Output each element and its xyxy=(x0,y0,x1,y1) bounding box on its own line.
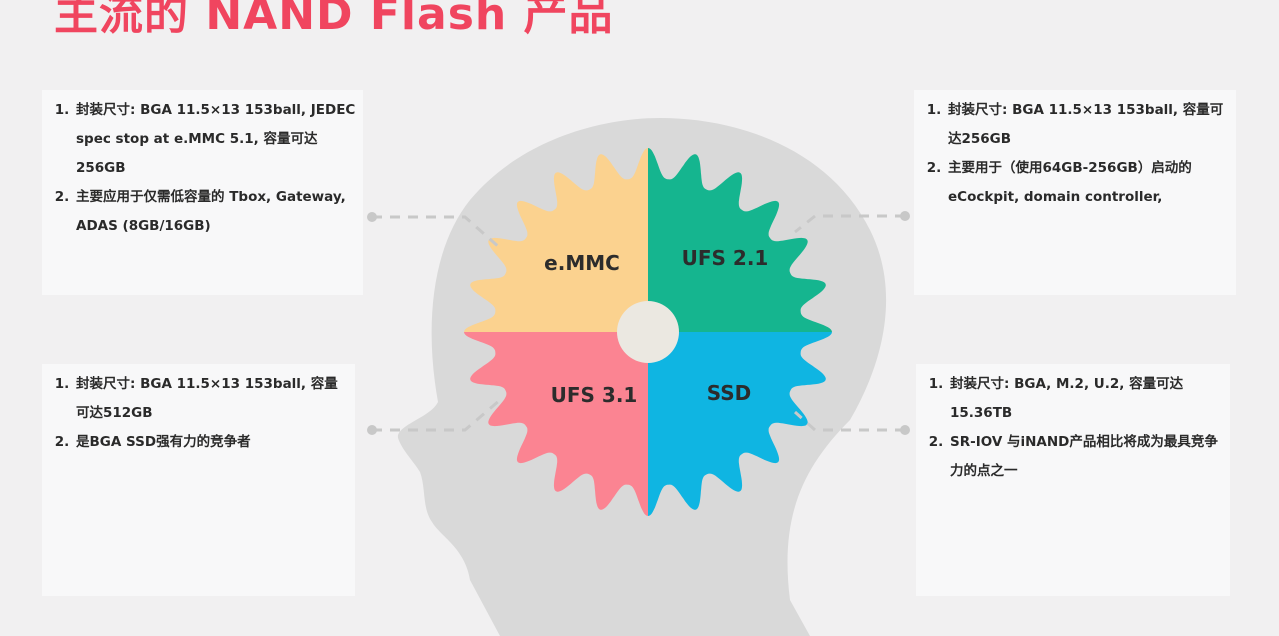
connector-dot-top-right xyxy=(900,211,910,221)
list-item: SR-IOV 与iNAND产品相比将成为最具竞争力的点之一 xyxy=(948,428,1224,486)
list-item: 主要应用于仅需低容量的 Tbox, Gateway, ADAS (8GB/16G… xyxy=(74,183,357,241)
segment-label-ssd: SSD xyxy=(707,381,752,405)
list-bottom-left: 封装尺寸: BGA 11.5×13 153ball, 容量可达512GB 是BG… xyxy=(50,370,349,457)
list-top-right: 封装尺寸: BGA 11.5×13 153ball, 容量可达256GB 主要用… xyxy=(922,96,1230,212)
connector-dot-top-left xyxy=(367,212,377,222)
box-top-left: 封装尺寸: BGA 11.5×13 153ball, JEDEC spec st… xyxy=(42,90,363,295)
list-item: 封装尺寸: BGA 11.5×13 153ball, 容量可达256GB xyxy=(946,96,1230,154)
box-bottom-left: 封装尺寸: BGA 11.5×13 153ball, 容量可达512GB 是BG… xyxy=(42,364,355,596)
gear-center xyxy=(617,301,679,363)
list-item: 封装尺寸: BGA 11.5×13 153ball, JEDEC spec st… xyxy=(74,96,357,183)
segment-label-emmc: e.MMC xyxy=(544,251,620,275)
list-item: 封装尺寸: BGA, M.2, U.2, 容量可达15.36TB xyxy=(948,370,1224,428)
segment-label-ufs21: UFS 2.1 xyxy=(682,246,769,270)
connector-dot-bottom-right xyxy=(900,425,910,435)
list-bottom-right: 封装尺寸: BGA, M.2, U.2, 容量可达15.36TB SR-IOV … xyxy=(924,370,1224,486)
list-item: 是BGA SSD强有力的竞争者 xyxy=(74,428,349,457)
box-top-right: 封装尺寸: BGA 11.5×13 153ball, 容量可达256GB 主要用… xyxy=(914,90,1236,295)
list-top-left: 封装尺寸: BGA 11.5×13 153ball, JEDEC spec st… xyxy=(50,96,357,241)
box-bottom-right: 封装尺寸: BGA, M.2, U.2, 容量可达15.36TB SR-IOV … xyxy=(916,364,1230,596)
segment-label-ufs31: UFS 3.1 xyxy=(551,383,638,407)
connector-dot-bottom-left xyxy=(367,425,377,435)
list-item: 封装尺寸: BGA 11.5×13 153ball, 容量可达512GB xyxy=(74,370,349,428)
gear-icon xyxy=(464,148,832,516)
list-item: 主要用于（使用64GB-256GB）启动的eCockpit, domain co… xyxy=(946,154,1230,212)
